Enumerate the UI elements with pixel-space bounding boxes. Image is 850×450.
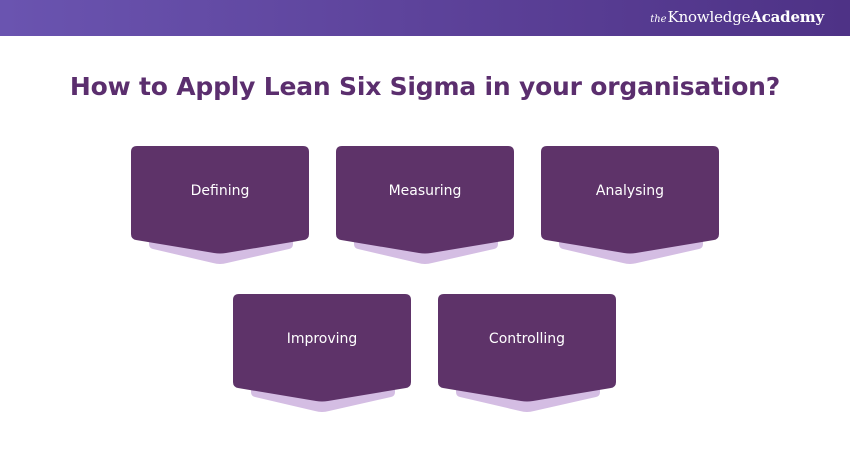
step-shape [233,294,411,412]
step-analysing: Analysing [541,146,721,268]
step-label: Defining [190,183,250,199]
step-defining: Defining [131,146,311,268]
step-controlling: Controlling [438,294,618,416]
brand-name-regular: Knowledge [667,8,751,26]
step-measuring: Measuring [336,146,516,268]
brand-logo: the Knowledge Academy [650,8,824,30]
brand-prefix: the [650,14,667,25]
step-shape [131,146,309,264]
header-bar: the Knowledge Academy [0,0,850,36]
step-label: Improving [286,331,358,347]
step-improving: Improving [233,294,413,416]
step-shape [541,146,719,264]
step-label: Analysing [595,183,665,199]
step-label: Controlling [488,331,566,347]
brand-name-bold: Academy [750,8,824,26]
step-shape [336,146,514,264]
step-shape [438,294,616,412]
page-title: How to Apply Lean Six Sigma in your orga… [69,72,781,101]
step-label: Measuring [388,183,462,199]
